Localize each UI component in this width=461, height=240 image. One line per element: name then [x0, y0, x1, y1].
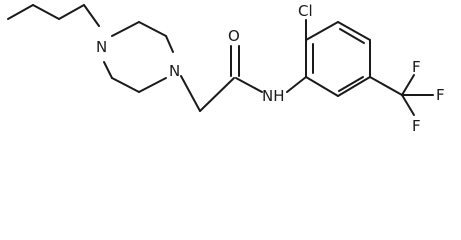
bond-n-ch2	[180, 75, 201, 112]
piperazine-ring	[103, 21, 174, 93]
bond-benz-6	[305, 76, 339, 97]
amide-linker	[180, 45, 263, 112]
bond-benz-inner-3	[338, 76, 364, 92]
atom-f-top: F	[412, 58, 421, 76]
bond-ring-6	[103, 61, 113, 79]
bond-benz-inner-2	[339, 28, 365, 44]
bond-ring-cf3	[369, 76, 403, 96]
molecule-structure: N N O NH Cl F F F	[7, 2, 445, 135]
bond-benz-3	[337, 21, 371, 41]
atom-o: O	[228, 27, 240, 45]
bond-ch2-co	[199, 77, 235, 112]
atom-nh: NH	[262, 87, 285, 105]
bond-propyl-1	[7, 4, 34, 20]
bond-propyl-to-n	[83, 4, 100, 27]
propyl-chain	[7, 4, 100, 27]
atom-f-right: F	[436, 86, 445, 104]
bond-nh-ring	[286, 76, 307, 93]
bond-co-nh	[235, 77, 263, 93]
bond-cf3-fbottom	[401, 94, 415, 116]
atom-f-bottom: F	[412, 117, 421, 135]
atom-n-ring: N	[169, 62, 180, 80]
bond-benz-5	[337, 76, 371, 97]
atom-n-propyl: N	[96, 38, 107, 56]
benzene-ring	[286, 19, 371, 97]
trifluoromethyl-group	[369, 74, 434, 116]
bond-ring-1	[111, 21, 140, 37]
bond-cf3-ftop	[401, 74, 415, 96]
bond-ring-5	[111, 77, 140, 93]
atom-cl: Cl	[298, 2, 313, 20]
bond-ring-4	[138, 77, 167, 93]
bond-ring-2	[138, 21, 167, 37]
bond-benz-2	[305, 21, 339, 41]
bond-propyl-2	[32, 4, 60, 20]
bond-propyl-3	[58, 4, 85, 20]
bond-ring-3	[165, 35, 174, 53]
